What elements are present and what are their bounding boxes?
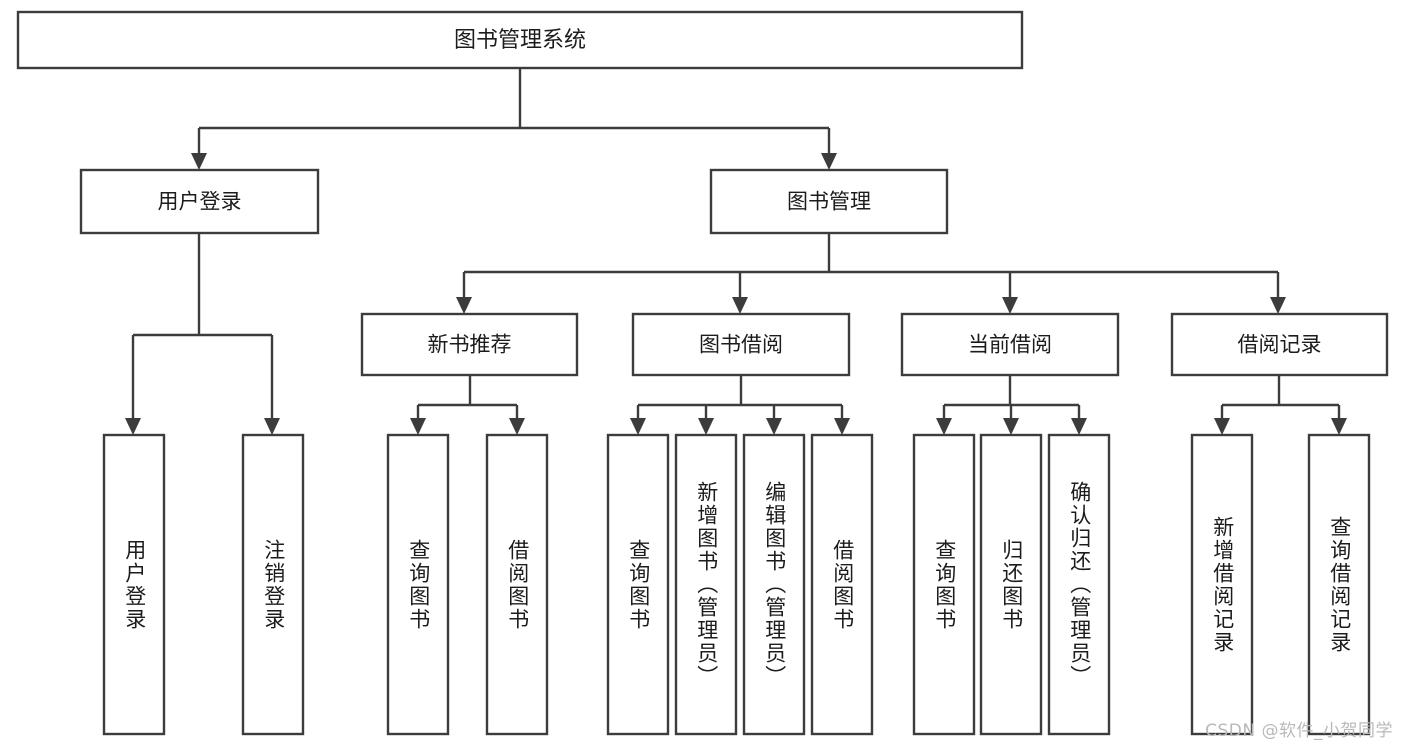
- arrow-head-group-2-0: [936, 418, 952, 435]
- level2-node-box-3[interactable]: [1170, 312, 1389, 377]
- leaf-node-box-2[interactable]: [386, 433, 450, 736]
- leaf-node-box-7[interactable]: [810, 433, 874, 736]
- root-node-label: 图书管理系统: [454, 28, 586, 53]
- leaf-node-box-3[interactable]: [485, 433, 549, 736]
- arrow-head-group-1-3: [834, 418, 850, 435]
- level1-node-box-1[interactable]: [709, 168, 949, 235]
- leaf-node-box-12[interactable]: [1307, 433, 1371, 736]
- arrow-head-group-2-1: [1003, 418, 1019, 435]
- arrow-head-group-1-0: [630, 418, 646, 435]
- level2-node-box-0[interactable]: [360, 312, 579, 377]
- arrow-head-root-0: [191, 153, 207, 170]
- arrow-head-root-1: [821, 153, 837, 170]
- level2-node-label-3: 借阅记录: [1238, 333, 1322, 357]
- arrow-head-group-2-2: [1071, 418, 1087, 435]
- arrow-head-group-0-1: [509, 418, 525, 435]
- arrow-head-group-3-1: [1331, 418, 1347, 435]
- leaf-node-box-11[interactable]: [1190, 433, 1254, 736]
- level1-node-label-1: 图书管理: [787, 190, 871, 214]
- arrow-head-group-1-1: [698, 418, 714, 435]
- level2-node-label-0: 新书推荐: [428, 333, 512, 357]
- level2-node-label-2: 当前借阅: [968, 333, 1052, 357]
- leaf-node-box-6[interactable]: [742, 433, 806, 736]
- leaf-node-box-0[interactable]: [102, 433, 166, 736]
- level2-node-label-1: 图书借阅: [699, 333, 783, 357]
- leaf-node-box-5[interactable]: [674, 433, 738, 736]
- arrow-head-book-2: [1002, 297, 1018, 314]
- arrow-head-book-3: [1270, 297, 1286, 314]
- leaf-node-box-8[interactable]: [912, 433, 976, 736]
- leaf-node-box-9[interactable]: [979, 433, 1043, 736]
- leaf-node-box-4[interactable]: [606, 433, 670, 736]
- arrow-head-login-1: [264, 418, 280, 435]
- arrow-head-group-0-0: [410, 418, 426, 435]
- level1-node-box-0[interactable]: [79, 168, 320, 235]
- connector-layer: [125, 68, 1347, 435]
- level1-node-label-0: 用户登录: [158, 190, 242, 214]
- arrow-head-book-0: [456, 297, 472, 314]
- arrow-head-login-0: [125, 418, 141, 435]
- leaf-node-box-1[interactable]: [241, 433, 305, 736]
- node-box-layer: [16, 10, 1389, 736]
- level2-node-box-2[interactable]: [900, 312, 1120, 377]
- root-node-box[interactable]: [16, 10, 1024, 70]
- leaf-node-box-10[interactable]: [1047, 433, 1111, 736]
- level2-node-box-1[interactable]: [631, 312, 851, 377]
- arrow-head-book-1: [732, 297, 748, 314]
- arrow-head-group-1-2: [766, 418, 782, 435]
- arrow-head-group-3-0: [1214, 418, 1230, 435]
